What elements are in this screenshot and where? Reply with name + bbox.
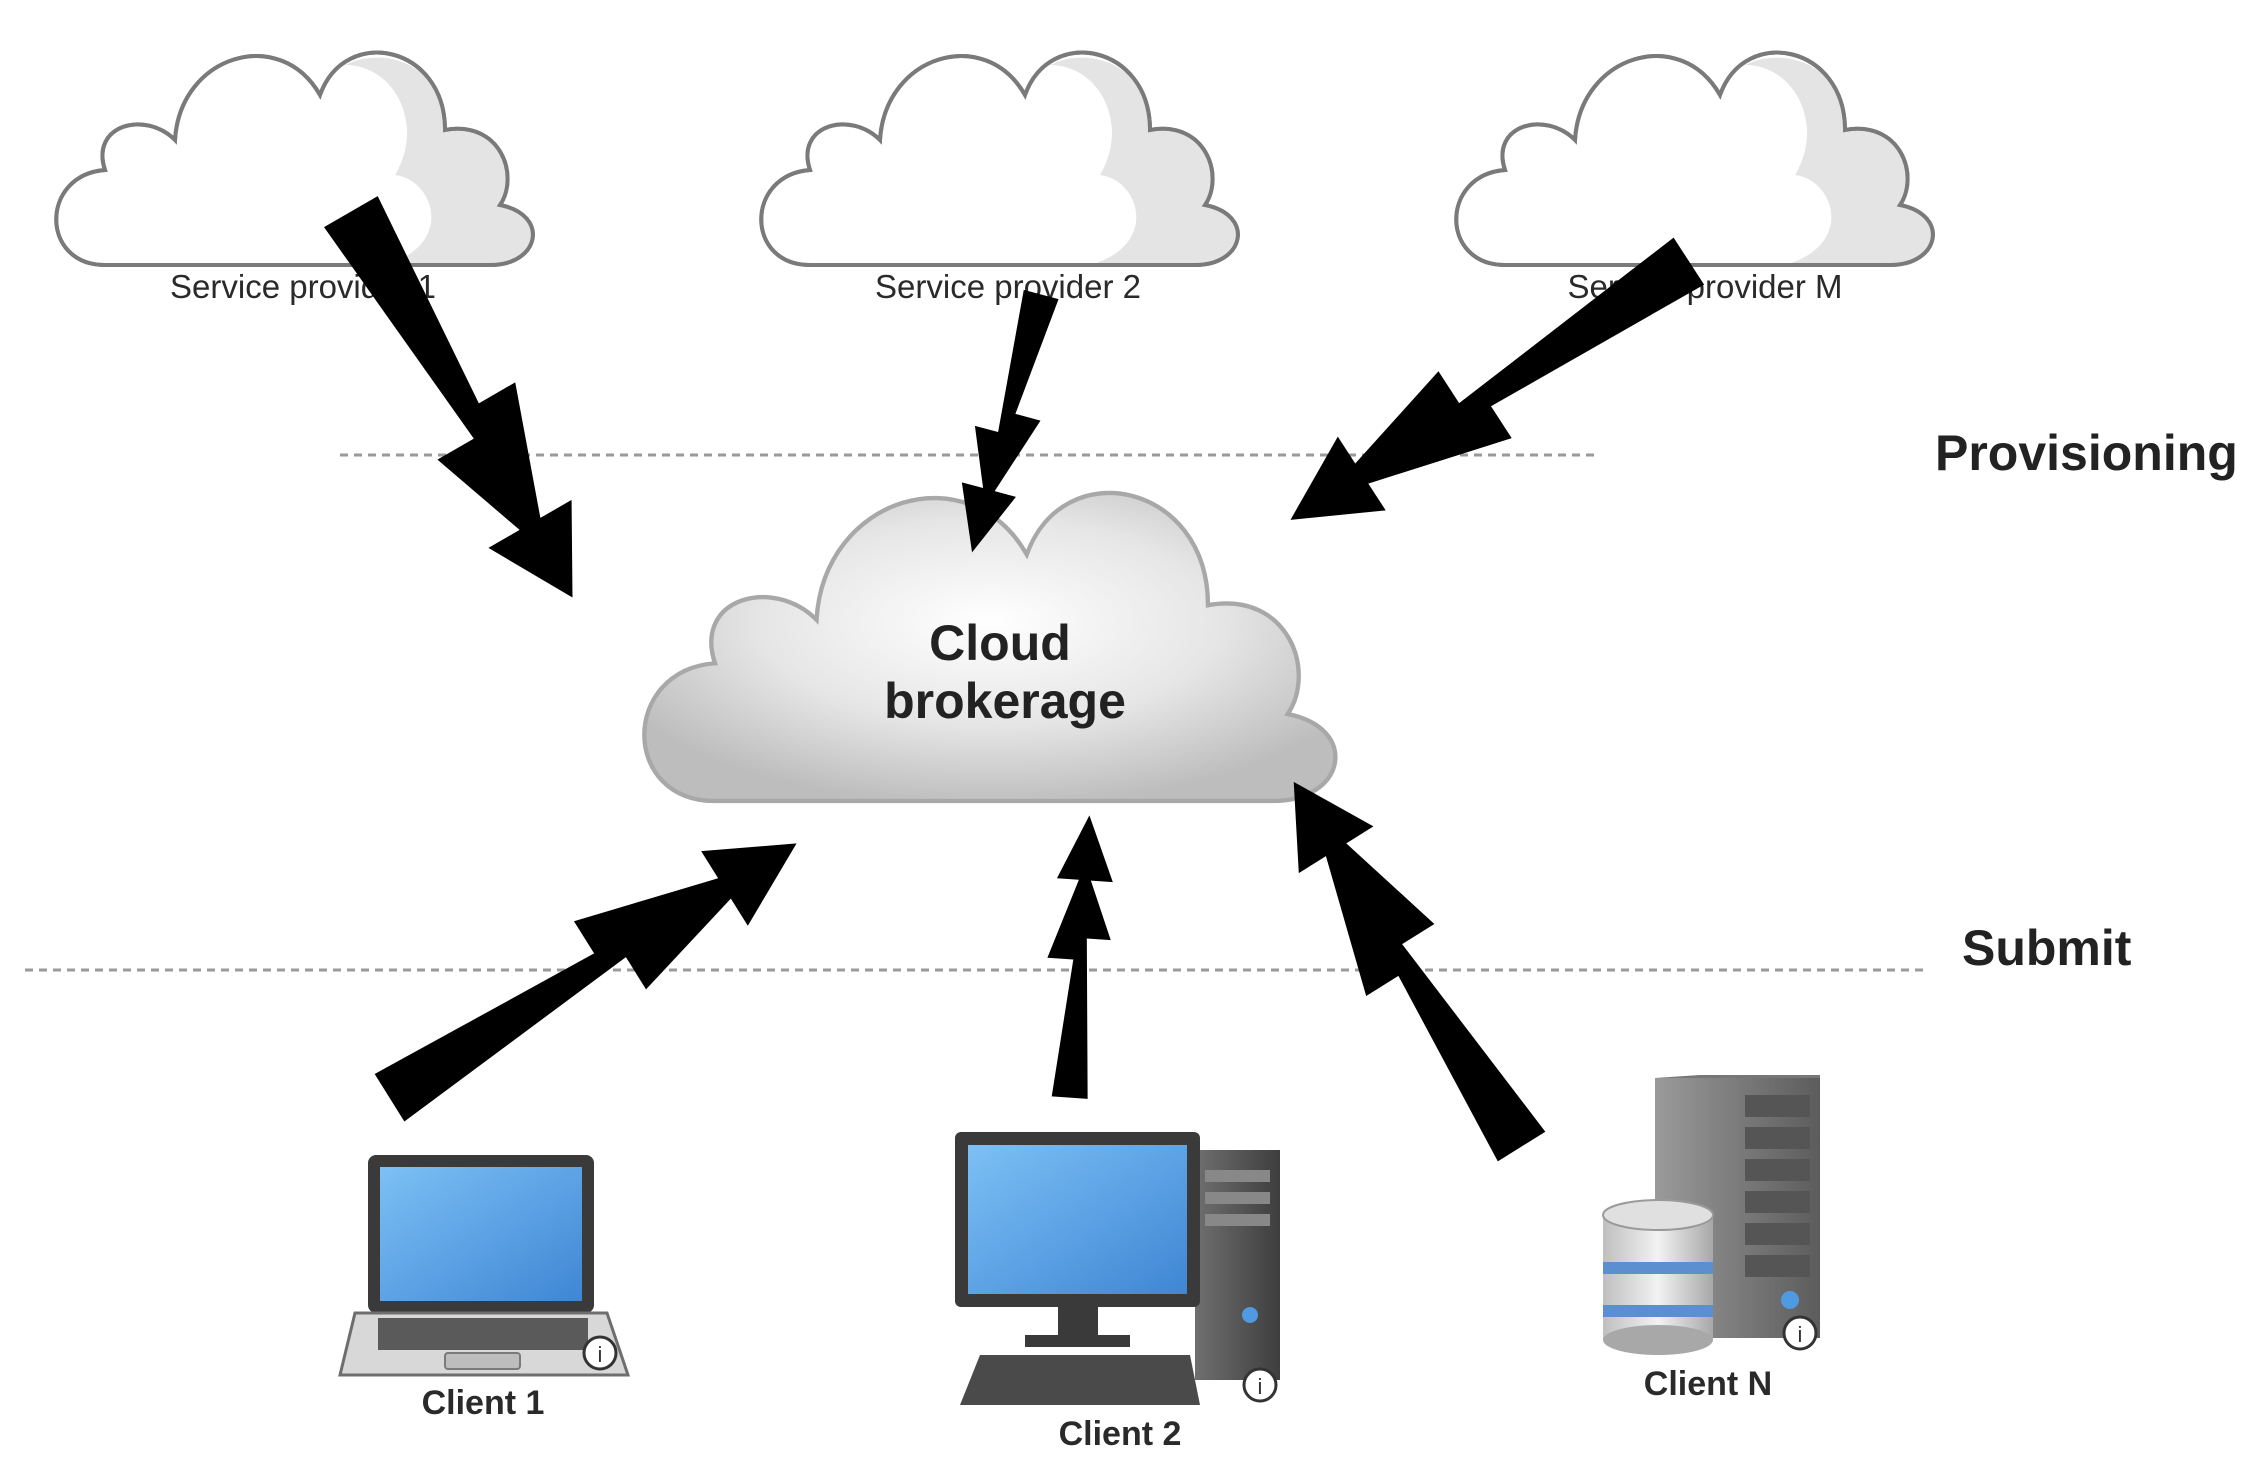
submit-label: Submit xyxy=(1962,920,2132,976)
bolt-client2-to-broker xyxy=(1047,815,1113,1099)
service-provider-2-label: Service provider 2 xyxy=(875,268,1141,305)
service-provider-2-cloud-icon xyxy=(759,50,1240,267)
bolt-provider1-to-broker xyxy=(324,196,573,598)
svg-text:i: i xyxy=(598,1342,603,1367)
provisioning-label: Provisioning xyxy=(1935,425,2238,481)
laptop-icon: i xyxy=(338,1155,631,1377)
service-provider-m-cloud-icon xyxy=(1454,50,1935,267)
bolt-client1-to-broker xyxy=(374,843,797,1122)
client-2-label: Client 2 xyxy=(1059,1415,1182,1453)
bolt-clientn-to-broker xyxy=(1293,781,1546,1162)
bolt-provider2-to-broker xyxy=(961,289,1059,553)
service-provider-1-cloud-icon xyxy=(54,50,535,267)
desktop-computer-icon: i xyxy=(955,1132,1280,1405)
cloud-brokerage-label-line2: brokerage xyxy=(884,673,1126,729)
bolt-providerm-to-broker xyxy=(1290,237,1705,520)
client-n-label: Client N xyxy=(1644,1365,1772,1403)
svg-text:i: i xyxy=(1258,1374,1263,1399)
cloud-brokerage-label-line1: Cloud xyxy=(929,615,1071,671)
client-1-label: Client 1 xyxy=(422,1384,545,1422)
server-database-icon: i xyxy=(1602,1075,1820,1355)
svg-text:i: i xyxy=(1798,1322,1803,1347)
